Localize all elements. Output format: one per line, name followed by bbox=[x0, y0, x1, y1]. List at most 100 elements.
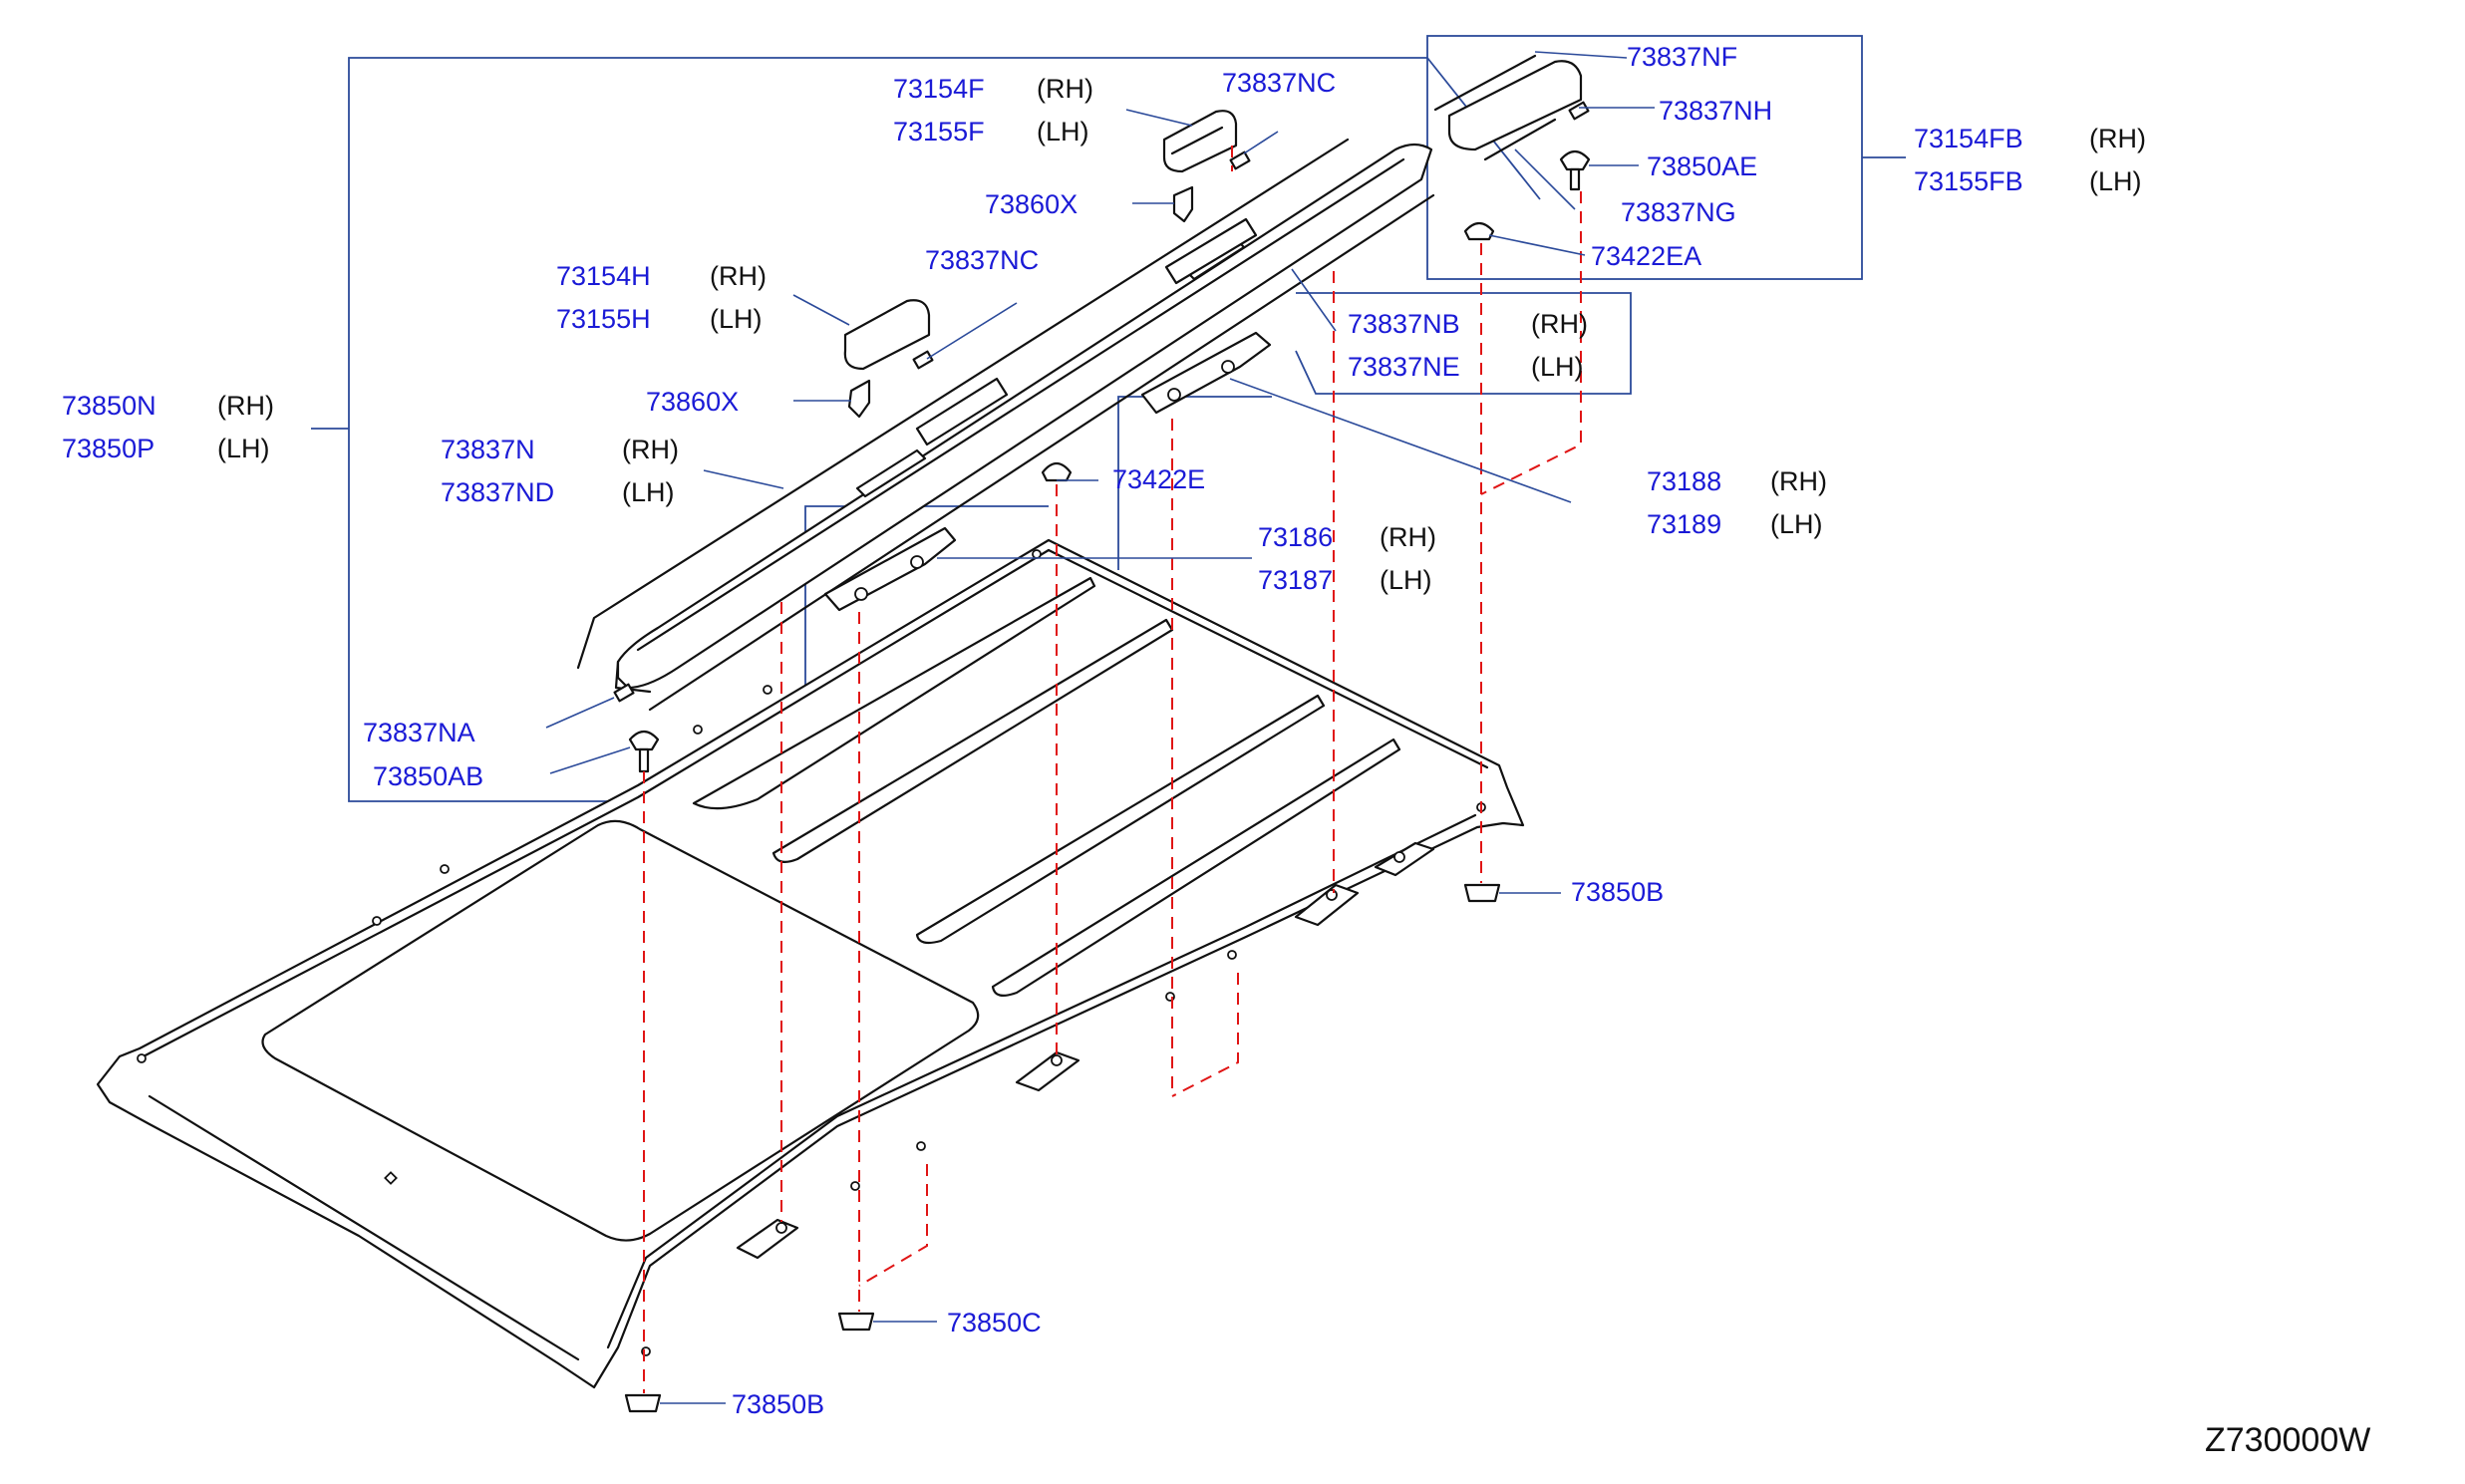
sunroof-opening bbox=[261, 819, 980, 1242]
nb-group-frame bbox=[1295, 292, 1632, 395]
part-number-label: 73422EA bbox=[1591, 241, 1701, 271]
roof-pad-mid bbox=[1015, 1050, 1080, 1092]
side-label: (LH) bbox=[622, 477, 675, 507]
small-parts bbox=[613, 54, 1591, 1413]
part-number-label: 73837NF bbox=[1627, 42, 1737, 72]
callout-73850n: 73850N (RH) 73850P (LH) bbox=[62, 391, 274, 463]
side-label: (LH) bbox=[710, 304, 763, 334]
cover-73154fb bbox=[1447, 60, 1583, 151]
screw-73850ab bbox=[628, 730, 660, 751]
part-number-label: 73850C bbox=[947, 1308, 1042, 1337]
dash-73850c-link bbox=[858, 1164, 928, 1287]
part-number-label: 73154H bbox=[556, 261, 651, 291]
part-number-label: 73850N bbox=[62, 391, 156, 421]
screw-73850ae-shank bbox=[1569, 167, 1581, 191]
side-label: (LH) bbox=[1770, 509, 1823, 539]
rail-slot-1 bbox=[855, 448, 927, 498]
nut-73850b-right bbox=[1463, 883, 1501, 903]
dash-73188-link bbox=[1171, 973, 1239, 1097]
callout-73837nc-top: 73837NC bbox=[1222, 68, 1336, 98]
side-label: (RH) bbox=[217, 391, 274, 421]
callout-73837nf: 73837NF bbox=[1627, 42, 1737, 72]
side-label: (LH) bbox=[1380, 565, 1432, 595]
callout-73860x-top: 73860X bbox=[985, 189, 1078, 219]
pad-73837nc-mid bbox=[912, 350, 934, 370]
part-number-label: 73187 bbox=[1258, 565, 1333, 595]
callout-73154h: 73154H(RH)73155H(LH) bbox=[556, 261, 767, 334]
part-number-label: 73850B bbox=[1571, 877, 1664, 907]
part-number-label: 73837N bbox=[441, 435, 535, 464]
side-label: (LH) bbox=[217, 434, 270, 463]
side-label: (RH) bbox=[1037, 74, 1093, 104]
side-label: (RH) bbox=[1531, 309, 1588, 339]
roof-rail-top-line bbox=[636, 157, 1405, 652]
part-number-label: 73837NE bbox=[1348, 352, 1460, 382]
callout-73837nh: 73837NH bbox=[1659, 96, 1772, 126]
cover-73154h bbox=[843, 299, 931, 371]
callout-73837na: 73837NA bbox=[363, 718, 475, 747]
callout-labels: 73850N (RH) 73850P (LH) 73154F(RH)73155F(LH)… bbox=[62, 42, 2146, 1419]
part-number-label: 73422E bbox=[1112, 464, 1205, 494]
clip-group-frame bbox=[1117, 396, 1272, 570]
callout-73186: 73186(RH)73187(LH) bbox=[1258, 522, 1436, 595]
roof-left-flange bbox=[138, 548, 1051, 1060]
screw-73850ae bbox=[1559, 149, 1591, 171]
part-number-label: 73155FB bbox=[1914, 166, 2023, 196]
nut-73850c bbox=[837, 1312, 875, 1332]
callout-73422ea: 73422EA bbox=[1591, 241, 1701, 271]
callout-73850b-bottom: 73850B bbox=[732, 1389, 824, 1419]
side-label: (RH) bbox=[2089, 124, 2146, 153]
part-number-label: 73837NA bbox=[363, 718, 475, 747]
callout-73422e: 73422E bbox=[1112, 464, 1205, 494]
roof-rear-flange bbox=[1047, 548, 1489, 769]
part-number-label: 73837NB bbox=[1348, 309, 1460, 339]
cover-73154f bbox=[1162, 110, 1238, 173]
part-number-label: 73837NC bbox=[1222, 68, 1336, 98]
side-label: (RH) bbox=[1770, 466, 1827, 496]
part-number-label: 73837NG bbox=[1621, 197, 1736, 227]
callout-73154f: 73154F(RH)73155F(LH) bbox=[893, 74, 1093, 147]
roof-rib-3 bbox=[915, 694, 1326, 945]
sunroof-mark bbox=[384, 1171, 398, 1185]
rail-raised-1 bbox=[915, 377, 1009, 446]
side-label: (LH) bbox=[1531, 352, 1584, 382]
part-number-label: 73850AE bbox=[1647, 151, 1757, 181]
roof-rail-body bbox=[616, 143, 1433, 690]
callout-73837n: 73837N(RH)73837ND(LH) bbox=[441, 435, 679, 507]
side-label: (RH) bbox=[622, 435, 679, 464]
callout-73837nb: 73837NB (RH) 73837NE (LH) bbox=[1348, 309, 1588, 382]
callout-73837nc-mid: 73837NC bbox=[925, 245, 1039, 275]
side-label: (LH) bbox=[2089, 166, 2142, 196]
part-number-label: 73860X bbox=[646, 387, 739, 417]
clip-73860x-mid bbox=[847, 379, 871, 419]
part-number-label: 73850B bbox=[732, 1389, 824, 1419]
rail-raised-2 bbox=[1164, 217, 1258, 285]
clip-73422e bbox=[1041, 461, 1073, 482]
part-number-label: 73154FB bbox=[1914, 124, 2023, 153]
leader-lines bbox=[545, 51, 1655, 1404]
callout-73850c: 73850C bbox=[947, 1308, 1042, 1337]
part-number-label: 73850P bbox=[62, 434, 154, 463]
roof-rail-outer-strip bbox=[576, 138, 1350, 670]
pad-73837nh bbox=[1568, 101, 1590, 121]
callout-73837ng: 73837NG bbox=[1621, 197, 1736, 227]
roof-pad-front bbox=[736, 1218, 799, 1260]
roof-rail-cap-front bbox=[614, 660, 652, 694]
side-label: (RH) bbox=[710, 261, 767, 291]
side-label: (RH) bbox=[1380, 522, 1436, 552]
roof-front-lip bbox=[148, 1094, 580, 1361]
part-number-label: 73837NC bbox=[925, 245, 1039, 275]
callout-73850ab: 73850AB bbox=[373, 761, 483, 791]
pad-73837nc-top bbox=[1229, 150, 1251, 170]
clip-73422ea bbox=[1463, 221, 1495, 241]
part-number-label: 73837NH bbox=[1659, 96, 1772, 126]
diagram-reference-code: Z730000W bbox=[2205, 1421, 2370, 1459]
nut-73850b-bottom bbox=[624, 1393, 662, 1413]
clip-73860x-top bbox=[1172, 185, 1194, 223]
roof-rib-2 bbox=[771, 618, 1174, 864]
roof-rail bbox=[576, 138, 1435, 712]
assembly-lines bbox=[643, 146, 1582, 1393]
callout-73850ae: 73850AE bbox=[1647, 151, 1757, 181]
